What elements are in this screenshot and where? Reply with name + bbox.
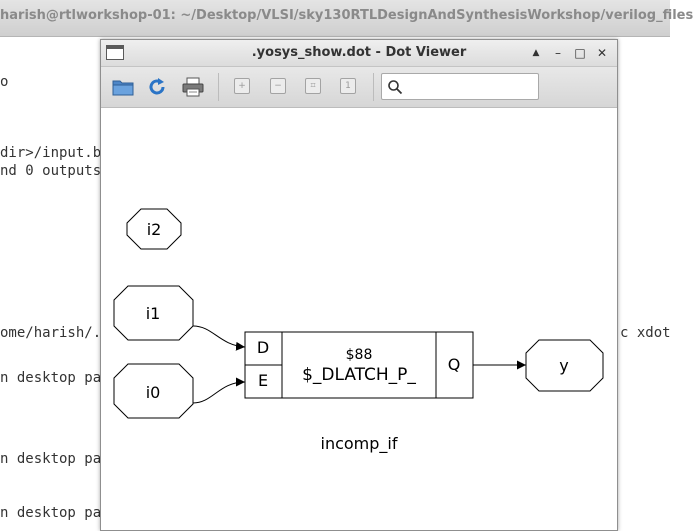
zoom-fit-icon[interactable]: ⌗ [305,78,321,94]
zoom-out-icon[interactable]: − [270,78,286,94]
node-i0[interactable]: i0 [113,363,194,419]
close-icon[interactable]: ✕ [596,46,608,60]
terminal-line: o [0,74,9,90]
terminal-title: harish@rtlworkshop-01: ~/Desktop/VLSI/sk… [0,8,693,23]
cell-id-label: $88 [346,347,373,363]
terminal-line: n desktop pa [0,370,102,386]
graph-svg: i2 i1 i0 D E $88 $_DLATCH_P_ [113,208,604,454]
terminal-line: n desktop pa [0,505,102,521]
port-e-label: E [258,371,268,390]
open-button[interactable] [111,75,135,99]
search-icon [388,80,403,95]
search-box[interactable] [381,73,539,100]
reload-button[interactable] [145,75,169,99]
dot-viewer-window: .yosys_show.dot - Dot Viewer ▲ – □ ✕ [100,39,618,531]
graph-canvas[interactable]: i2 i1 i0 D E $88 $_DLATCH_P_ [101,108,617,530]
window-controls: ▲ – □ ✕ [527,44,611,62]
window-menu-icon[interactable] [106,45,124,60]
cell-dlatch[interactable]: D E $88 $_DLATCH_P_ Q [244,331,474,399]
refresh-icon [149,78,165,95]
print-button[interactable] [181,75,205,99]
terminal-line: dir>/input.b [0,145,102,161]
port-d-label: D [257,338,269,357]
cell-type-label: $_DLATCH_P_ [302,365,416,385]
terminal-line: n desktop pa [0,451,102,467]
window-title: .yosys_show.dot - Dot Viewer [251,45,467,60]
toolbar: + − ⌗ 1 [101,67,617,108]
toolbar-separator [373,73,374,101]
keep-above-icon[interactable]: ▲ [532,48,540,58]
graph-caption: incomp_if [321,434,398,454]
maximize-icon[interactable]: □ [574,46,586,60]
terminal-line: c xdot [620,325,671,341]
port-q-label: Q [448,355,461,374]
edge-i1-to-d [192,325,246,351]
search-input[interactable] [406,77,534,96]
node-i1[interactable]: i1 [113,285,194,341]
node-i0-label: i0 [146,383,161,402]
node-i2-label: i2 [147,220,162,239]
toolbar-separator [218,73,219,101]
terminal-line: ome/harish/. [0,325,102,341]
printer-icon [182,77,204,97]
node-i1-label: i1 [146,304,161,323]
node-y[interactable]: y [525,339,604,392]
node-y-label: y [559,356,568,375]
edge-i0-to-e [192,377,246,404]
zoom-in-icon[interactable]: + [234,78,250,94]
terminal-titlebar: harish@rtlworkshop-01: ~/Desktop/VLSI/sk… [0,0,693,37]
zoom-100-icon[interactable]: 1 [340,78,356,94]
minimize-icon[interactable]: – [555,46,561,60]
dot-viewer-titlebar[interactable]: .yosys_show.dot - Dot Viewer ▲ – □ ✕ [101,40,617,67]
node-i2[interactable]: i2 [126,208,182,250]
terminal-line: nd 0 outputs [0,163,102,179]
folder-icon [112,80,134,96]
